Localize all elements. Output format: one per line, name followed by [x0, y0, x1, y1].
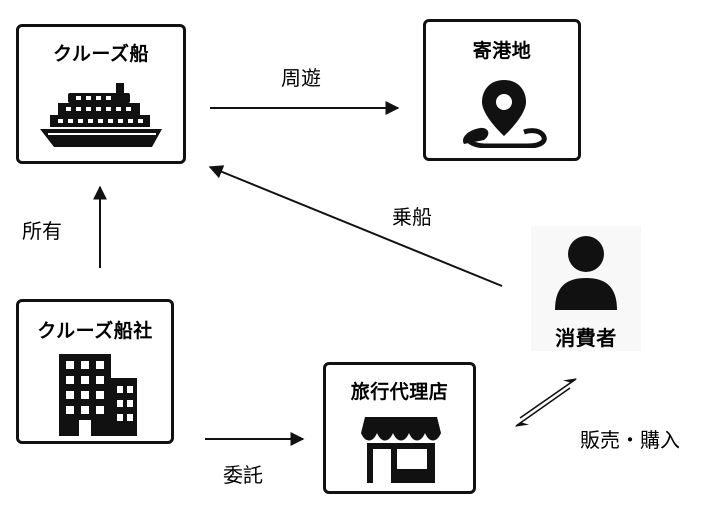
storefront-icon [361, 417, 441, 483]
node-consumer: 消費者 [531, 226, 641, 351]
person-icon [555, 236, 617, 310]
location-pin-icon [462, 80, 547, 148]
edge-label-company-to-ship: 所有 [22, 219, 62, 243]
arrow-consumer-to-ship [208, 165, 503, 287]
office-building-icon [59, 354, 137, 436]
node-cruise-company-label: クルーズ船社 [37, 320, 153, 342]
node-port-label: 寄港地 [472, 40, 532, 62]
node-port: 寄港地 [423, 19, 581, 161]
edge-label-company-to-agency: 委託 [223, 463, 263, 487]
edge-label-agency-consumer: 販売・購入 [580, 428, 680, 452]
edge-label-ship-to-port: 周遊 [281, 66, 321, 90]
node-consumer-label: 消費者 [555, 326, 617, 350]
node-cruise-ship: クルーズ船 [16, 24, 186, 164]
cruise-ship-icon [40, 83, 162, 147]
arrow-consumer-to-agency [514, 387, 571, 427]
edge-label-consumer-to-ship: 乗船 [392, 205, 432, 229]
arrow-agency-to-consumer [519, 378, 578, 419]
node-travel-agency-label: 旅行代理店 [350, 381, 449, 403]
node-cruise-company: クルーズ船社 [16, 299, 174, 444]
node-travel-agency: 旅行代理店 [323, 362, 476, 494]
node-cruise-ship-label: クルーズ船 [53, 43, 149, 65]
